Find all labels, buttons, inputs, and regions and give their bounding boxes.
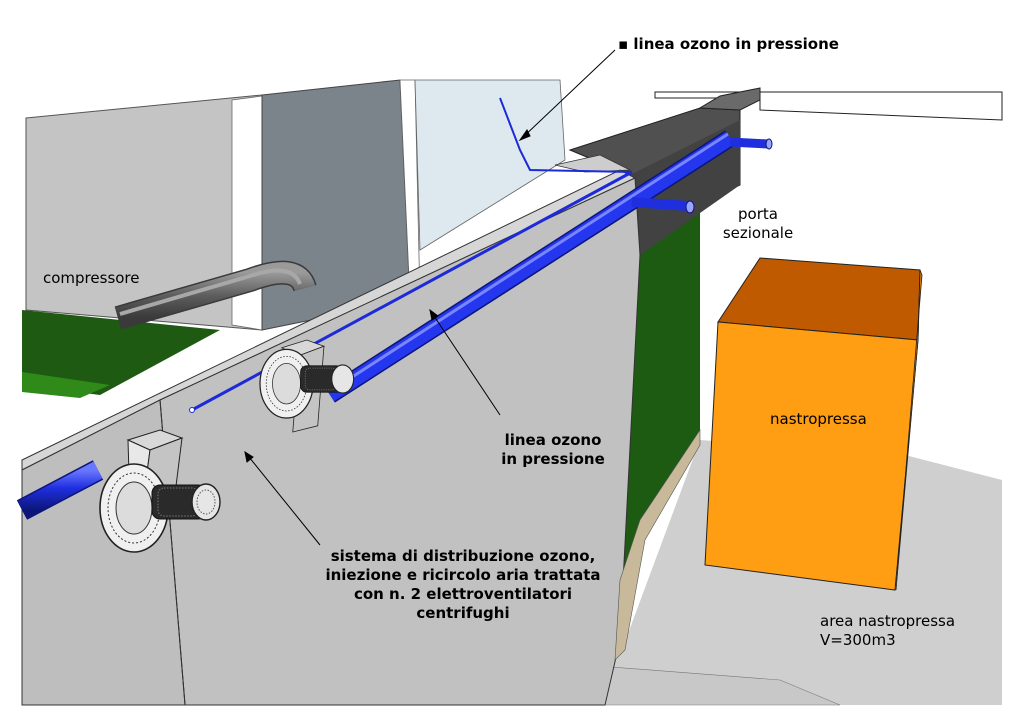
label-sectional-door: porta sezionale <box>718 205 798 243</box>
centrifugal-fan-icon <box>99 429 221 553</box>
center-pressure-line-2: in pressione <box>501 450 605 468</box>
green-liner <box>22 210 700 580</box>
label-top-pressure-line: ▪ linea ozono in pressione <box>618 35 839 54</box>
distribution-system-line-3: con n. 2 elettroventilatori <box>353 585 573 603</box>
label-belt-press: nastropressa <box>770 410 867 428</box>
distribution-system-line-2: iniezione e ricircolo aria trattata <box>325 566 601 584</box>
label-compressor: compressore <box>43 269 140 287</box>
label-distribution-system: sistema di distribuzione ozono, iniezion… <box>308 547 618 623</box>
top-pressure-line-text: linea ozono in pressione <box>633 35 839 53</box>
leader-lines <box>244 49 616 546</box>
center-pressure-line-1: linea ozono <box>504 431 602 449</box>
label-belt-press-area: area nastropressa V=300m3 <box>820 612 955 650</box>
sectional-door-line-2: sezionale <box>722 224 794 242</box>
distribution-system-line-1: sistema di distribuzione ozono, <box>330 547 596 565</box>
distribution-system-line-4: centrifughi <box>416 604 510 622</box>
belt-press-box <box>704 257 923 591</box>
compressor-duct <box>114 260 317 330</box>
centrifugal-fan-icon <box>259 339 355 433</box>
label-center-pressure-line: linea ozono in pressione <box>488 431 618 469</box>
top-pressure-line-bullet: ▪ <box>618 35 629 53</box>
belt-press-area-line-1: area nastropressa <box>820 612 956 630</box>
sectional-door-line-1: porta <box>738 205 778 223</box>
ozone-distribution-pipe <box>16 130 773 520</box>
belt-press-area-line-2: V=300m3 <box>820 631 896 649</box>
